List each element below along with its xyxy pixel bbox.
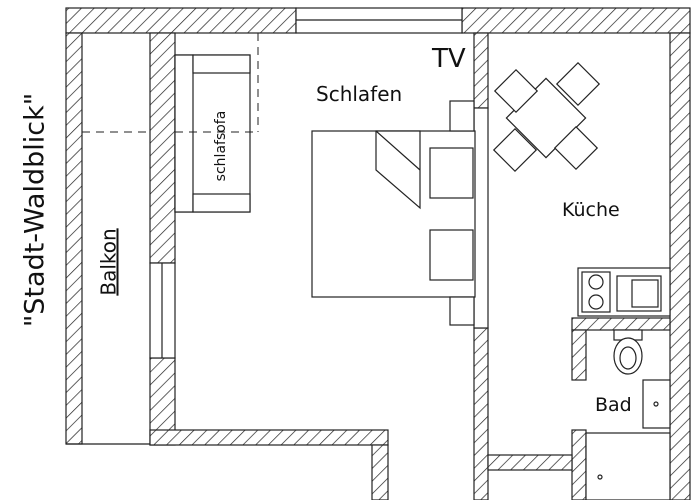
walls <box>65 7 691 500</box>
shower-tray <box>585 432 671 500</box>
building-name-label: "Stadt-Waldblick" <box>20 93 51 327</box>
toilet <box>613 329 643 375</box>
inner-left-wall-upper <box>149 32 176 264</box>
top-wall-right <box>461 7 691 34</box>
pillow-lower <box>429 229 474 281</box>
dining-table <box>492 61 601 173</box>
double-bed <box>311 130 476 298</box>
bath-left-wall-upper <box>571 329 587 381</box>
balcony-left-wall <box>65 32 83 445</box>
nightstand-upper <box>449 100 475 132</box>
sofa-label: schlafsofa <box>213 111 229 182</box>
bottom-stub-wall <box>371 444 389 500</box>
bathroom-label: Bad <box>595 394 632 416</box>
kitchenette <box>577 267 671 317</box>
kitchen-bottom-wall <box>487 454 573 471</box>
sleeping-sofa <box>174 33 259 213</box>
pillow-upper <box>429 147 474 199</box>
tv-label: TV <box>431 44 466 74</box>
nightstand-lower <box>449 296 475 326</box>
kitchen-label: Küche <box>562 199 620 221</box>
bedroom-label: Schlafen <box>316 82 402 106</box>
balcony-label: Balkon <box>97 228 121 295</box>
center-wall-lower <box>473 327 489 500</box>
center-door-frame <box>473 107 489 329</box>
top-wall-left <box>65 7 297 34</box>
bottom-wall-left <box>149 429 389 446</box>
center-wall-upper <box>473 32 489 109</box>
right-wall <box>669 32 691 500</box>
bath-top-wall <box>571 317 671 331</box>
bath-left-wall-lower <box>571 429 587 500</box>
bath-sink <box>642 379 671 429</box>
